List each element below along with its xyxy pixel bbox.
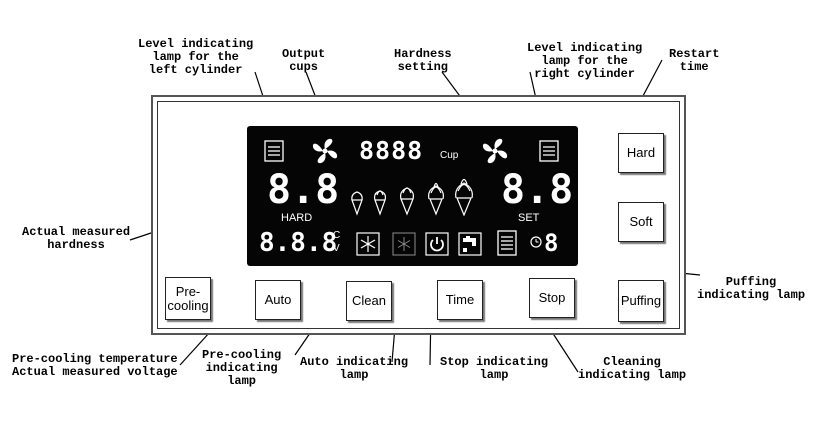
right-fan-icon [482,138,508,164]
callout-output-cups: Output cups [282,47,326,74]
cone-icon-4 [428,182,444,216]
restart-time-value: 8 [544,229,559,257]
cone-icon-3 [400,187,414,216]
callout-cleaning-lamp: Cleaning indicating lamp [578,355,687,382]
precooling-lamp-snowflake-icon [356,232,380,256]
callout-right-level-lamp: Level indicating lamp for the right cyli… [527,41,643,81]
clean-button[interactable]: Clean [346,281,392,321]
cup-unit-label: Cup [440,150,459,161]
stop-lamp-power-icon [425,232,449,256]
lcd-display: 8888 Cup 8.8 HARD [247,126,578,266]
control-panel-inner-border [157,101,680,329]
callout-hardness-setting: Hardness setting [394,47,452,74]
clock-icon [530,236,542,248]
callout-stop-lamp: Stop indicating lamp [440,355,549,382]
callout-left-level-lamp: Level indicating lamp for the left cylin… [138,37,254,77]
cone-icon-5 [455,178,473,216]
cone-icon-2 [373,190,387,216]
callout-auto-lamp: Auto indicating lamp [300,355,409,382]
cup-counter: 8888 [359,136,424,165]
precooling-temp-value: 8.8.8 [259,228,338,258]
hard-button[interactable]: Hard [618,133,664,173]
set-label: SET [518,212,540,224]
soft-button[interactable]: Soft [618,202,664,242]
left-fan-icon [312,138,338,164]
callout-restart-time: Restart time [669,47,720,74]
right-level-lamp-icon [539,140,559,162]
hard-label: HARD [281,212,313,224]
callout-precooling-lamp: Pre-cooling indicating lamp [202,348,282,388]
callout-precooling-temp: Pre-cooling temperature Actual measured … [12,352,178,379]
puffing-lamp-level-icon [497,230,517,256]
puffing-button[interactable]: Puffing [618,280,664,322]
stop-button[interactable]: Stop [529,278,575,318]
temp-unit-v: V [333,243,340,254]
auto-button[interactable]: Auto [255,280,301,320]
temp-unit-c: C [333,230,341,241]
callout-puffing-lamp: Puffing indicating lamp [697,275,806,302]
hardness-value: 8.8 [267,167,340,213]
left-level-lamp-icon [264,140,284,162]
time-button[interactable]: Time [437,280,483,320]
callout-actual-hardness: Actual measured hardness [22,225,131,252]
cleaning-lamp-faucet-icon [458,232,482,256]
hardness-level-cones [351,178,473,216]
precooling-button[interactable]: Pre- cooling [165,277,211,320]
set-value: 8.8 [501,167,574,213]
auto-lamp-snowflake-icon [392,232,416,256]
cone-icon-1 [351,191,363,216]
